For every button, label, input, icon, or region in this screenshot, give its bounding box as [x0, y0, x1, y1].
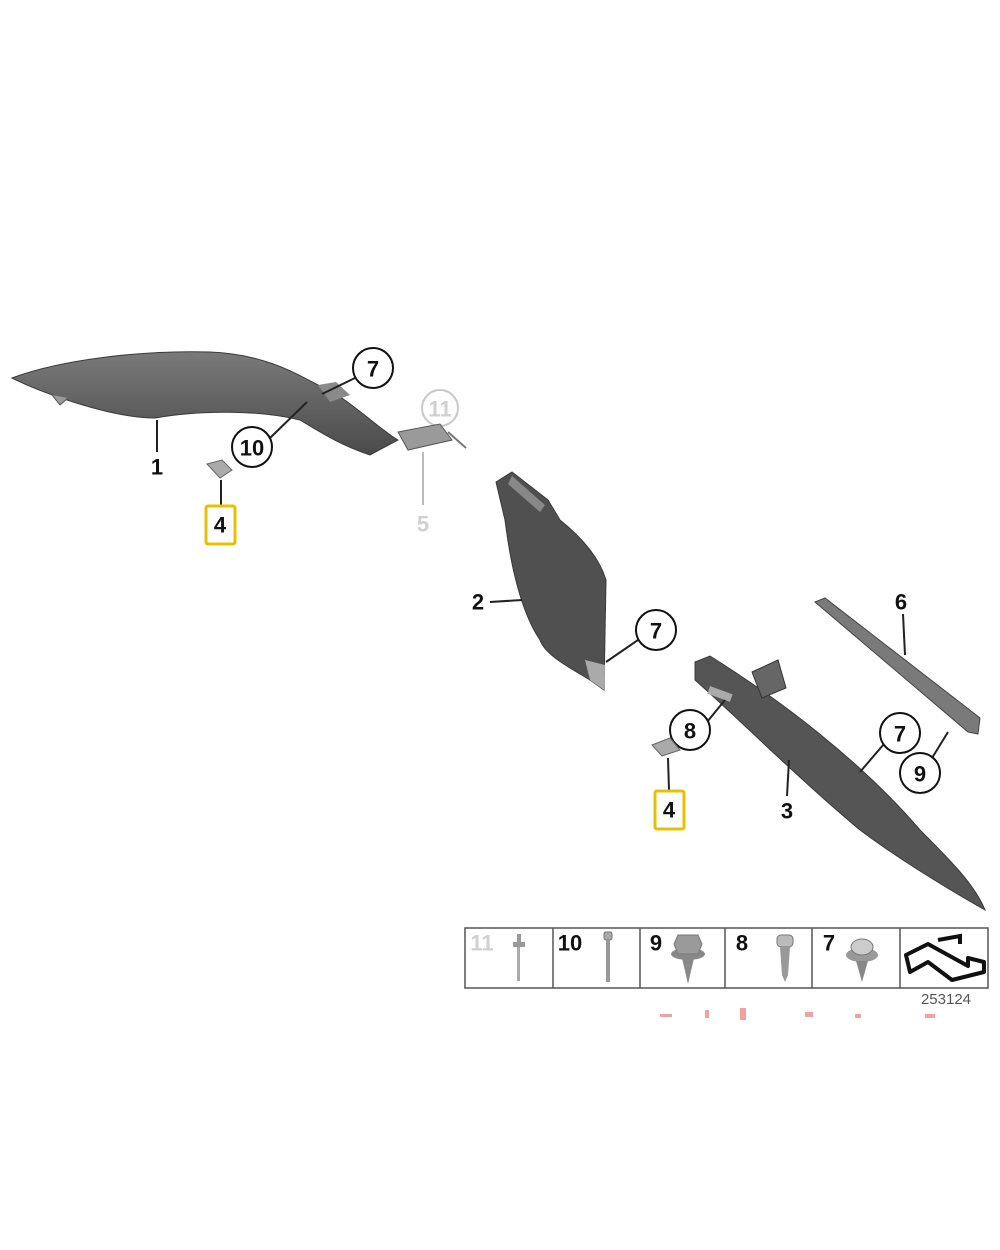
part-1-trim-panel[interactable]	[10, 351, 400, 456]
legend-item-10[interactable]: 10	[558, 931, 613, 983]
callout-circle-7-right	[879, 712, 921, 754]
red-marks	[660, 1008, 935, 1020]
callout-3: 3	[781, 799, 793, 824]
callout-circle-9	[899, 752, 941, 794]
callout-2: 2	[472, 590, 484, 615]
highlight-box-4-right	[653, 789, 686, 831]
torx-screw-icon	[776, 934, 794, 982]
callout-11: 11	[428, 397, 451, 422]
svg-text:10: 10	[558, 931, 582, 956]
leader-4-right	[667, 757, 670, 791]
part-3-sill-trim[interactable]	[694, 655, 986, 912]
svg-text:7: 7	[823, 931, 835, 956]
rivet-icon	[513, 934, 525, 981]
part-6-strip[interactable]	[814, 597, 981, 735]
clip-7-top	[318, 382, 350, 402]
callout-7-top: 7	[367, 357, 379, 382]
callout-circle-10	[231, 426, 273, 468]
callout-circle-7-mid	[635, 609, 677, 651]
diagram-id: 253124	[921, 991, 971, 1008]
callout-circle-8	[669, 709, 711, 751]
legend-item-9[interactable]: 9	[650, 931, 705, 985]
leader-7-right	[859, 743, 885, 773]
svg-text:9: 9	[650, 931, 662, 956]
callout-9: 9	[914, 762, 926, 787]
leader-3	[786, 759, 790, 797]
fastener-legend: 11 10 9 8 7	[464, 927, 989, 989]
leader-9	[931, 731, 949, 759]
part-4-clip-left[interactable]	[206, 459, 233, 479]
callout-10: 10	[240, 436, 264, 461]
expansion-rivet-icon	[846, 938, 878, 982]
leader-8	[706, 699, 726, 723]
leader-7-mid	[605, 639, 639, 663]
highlight-box-4-left	[204, 504, 237, 546]
callout-7-mid: 7	[650, 619, 662, 644]
legend-item-11[interactable]: 11	[470, 931, 525, 982]
callout-4-right[interactable]: 4	[663, 798, 676, 823]
svg-text:11: 11	[470, 931, 493, 956]
svg-text:8: 8	[736, 931, 748, 956]
legend-item-8[interactable]: 8	[736, 931, 794, 983]
legend-item-7[interactable]: 7	[823, 931, 878, 983]
leader-10	[269, 401, 308, 439]
callout-8: 8	[684, 719, 696, 744]
long-screw-icon	[603, 931, 613, 982]
part-4-clip-right[interactable]	[651, 737, 681, 757]
leader-7-top	[321, 377, 356, 395]
callout-1: 1	[151, 455, 163, 480]
arrow-icon	[904, 933, 986, 982]
leader-6	[902, 613, 906, 656]
callout-4-left[interactable]: 4	[214, 513, 227, 538]
callout-circle-7-top	[352, 347, 394, 389]
part-5-tube[interactable]	[397, 423, 467, 451]
callout-5: 5	[417, 512, 429, 537]
callout-7-right: 7	[894, 722, 906, 747]
part-2-pillar-trim[interactable]	[495, 471, 607, 691]
leader-2	[489, 599, 523, 603]
callout-6: 6	[895, 590, 907, 615]
hex-bolt-icon	[671, 934, 705, 984]
